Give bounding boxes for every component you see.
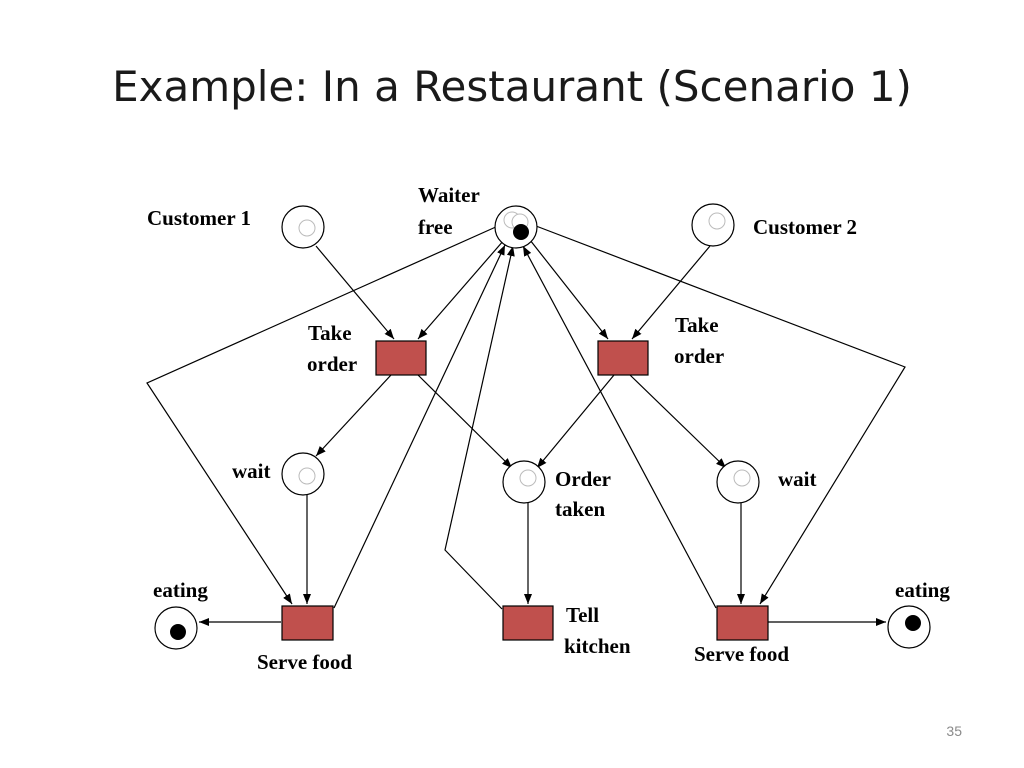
label-tell-kitchen-line2: kitchen	[564, 634, 631, 658]
label-take-order-left-line2: order	[307, 352, 357, 376]
transition-take-order-left	[375, 340, 427, 376]
place-customer2	[691, 203, 735, 247]
arc-tell-kitchen-to-waiter	[444, 245, 515, 610]
label-waiter-line1: Waiter	[418, 183, 480, 207]
arc-take-order-right-to-wait-right	[629, 374, 727, 469]
arc-take-order-right-to-order-taken	[536, 374, 615, 469]
place-waiter-free	[494, 205, 538, 249]
place-customer1	[281, 205, 325, 249]
transition-tell-kitchen	[502, 605, 554, 641]
arc-customer1-to-take-order-left	[315, 245, 395, 340]
label-eating-left: eating	[153, 578, 208, 602]
place-order-taken	[502, 460, 546, 504]
token-eating-right	[905, 615, 921, 631]
label-tell-kitchen-line1: Tell	[566, 603, 599, 627]
label-take-order-left-line1: Take	[308, 321, 352, 345]
arc-waiter-to-serve-food-left	[146, 225, 499, 605]
place-wait-left	[281, 452, 325, 496]
token-waiter-free	[513, 224, 529, 240]
transition-serve-food-left	[281, 605, 334, 641]
transition-serve-food-right	[716, 605, 769, 641]
label-wait-left: wait	[232, 459, 271, 483]
slide-title: Example: In a Restaurant (Scenario 1)	[112, 62, 912, 111]
label-take-order-right-line2: order	[674, 344, 724, 368]
places	[154, 203, 931, 650]
arc-take-order-left-to-order-taken	[417, 374, 513, 469]
arcs	[146, 225, 906, 626]
labels: Customer 1 Waiter free Customer 2 Take o…	[147, 183, 950, 674]
arc-serve-food-right-to-waiter	[522, 245, 717, 609]
place-wait-right	[716, 460, 760, 504]
token-eating-left	[170, 624, 186, 640]
transition-take-order-right	[597, 340, 649, 376]
transitions	[281, 340, 769, 641]
label-serve-food-right: Serve food	[694, 642, 789, 666]
label-take-order-right-line1: Take	[675, 313, 719, 337]
label-customer2: Customer 2	[753, 215, 857, 239]
arc-waiter-to-take-order-left	[417, 239, 505, 340]
label-wait-right: wait	[778, 467, 817, 491]
arc-customer2-to-take-order-right	[631, 245, 711, 340]
label-serve-food-left: Serve food	[257, 650, 352, 674]
place-eating-left	[154, 606, 198, 650]
place-eating-right	[887, 605, 931, 649]
arc-waiter-to-take-order-right	[529, 239, 609, 340]
page-number: 35	[946, 723, 962, 739]
arc-take-order-left-to-wait-left	[315, 374, 392, 457]
label-order-taken-line2: taken	[555, 497, 605, 521]
label-eating-right: eating	[895, 578, 950, 602]
label-waiter-line2: free	[418, 215, 453, 239]
arc-waiter-to-serve-food-right	[535, 225, 906, 605]
arc-serve-food-left-to-waiter	[333, 244, 506, 609]
label-order-taken-line1: Order	[555, 467, 611, 491]
label-customer1: Customer 1	[147, 206, 251, 230]
